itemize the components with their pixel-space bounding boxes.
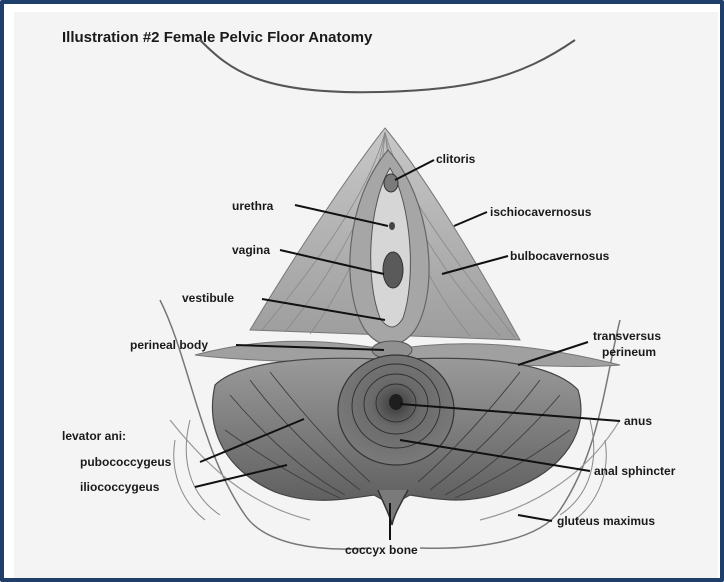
urethra-opening: [389, 222, 395, 230]
anus-opening: [389, 394, 403, 410]
label-coccyx-bone: coccyx bone: [345, 543, 418, 557]
label-bulbocavernosus: bulbocavernosus: [510, 249, 610, 263]
label-iliococcygeus: iliococcygeus: [80, 480, 160, 494]
clitoris-structure: [384, 174, 398, 192]
label-levator-ani: levator ani:: [62, 429, 126, 443]
label-ischiocavernosus: ischiocavernosus: [490, 205, 592, 219]
label-pubococcygeus: pubococcygeus: [80, 455, 172, 469]
label-anal-sphincter: anal sphincter: [594, 464, 676, 478]
leader-ischiocavernosus: [454, 212, 487, 226]
leader-gluteus-maximus: [518, 515, 552, 521]
label-vagina: vagina: [232, 243, 270, 257]
vagina-opening: [383, 252, 403, 288]
label-urethra: urethra: [232, 199, 274, 213]
pubic-outline: [200, 40, 575, 92]
label-clitoris: clitoris: [436, 152, 476, 166]
label-gluteus-maximus: gluteus maximus: [557, 514, 655, 528]
label-vestibule: vestibule: [182, 291, 234, 305]
coccyx-structure: [378, 490, 408, 525]
label-transversus: transversus: [593, 329, 661, 343]
label-perineal-body: perineal body: [130, 338, 208, 352]
label-anus: anus: [624, 414, 652, 428]
label-perineum: perineum: [602, 345, 656, 359]
diagram-title: Illustration #2 Female Pelvic Floor Anat…: [62, 29, 373, 46]
